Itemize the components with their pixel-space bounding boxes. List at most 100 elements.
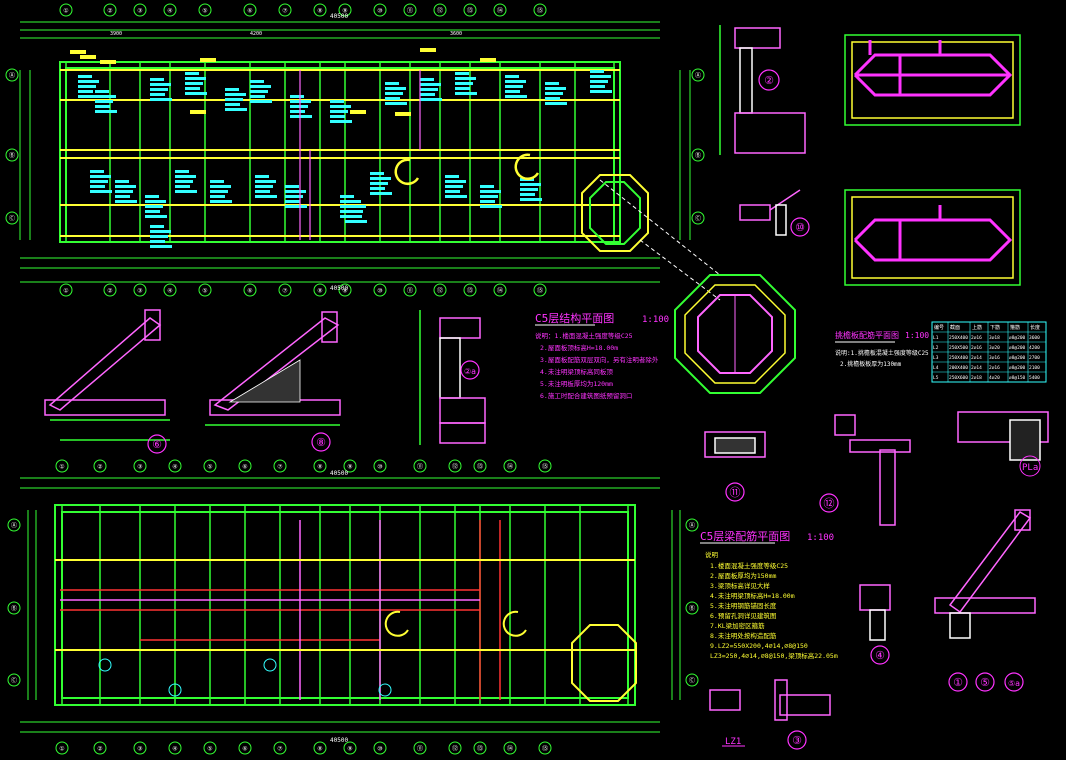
cyan-annotation [370,187,385,190]
yellow-annotation [480,58,496,62]
cyan-annotation [545,87,566,90]
cyan-annotation [545,92,563,95]
axis-bubble [691,211,705,225]
axis-bubble-label: ① [59,746,64,753]
cyan-annotation [385,97,400,100]
axis-bubble [313,459,327,473]
cyan-annotation [185,77,206,80]
axis-bubble-label: ⑤ [202,288,207,295]
lower-notes-scale: 1:100 [807,533,834,543]
cyan-annotation [95,90,109,93]
cyan-annotation [385,102,407,105]
cyan-annotation [445,175,459,178]
cyan-annotation [145,215,167,218]
axis-bubble [413,741,427,755]
cyan-annotation [185,87,200,90]
cyan-annotation [285,185,299,188]
cyan-annotation [255,180,276,183]
axis-bubble-label: ⑥ [242,746,247,753]
yellow-annotation [190,110,206,114]
axis-bubble [533,283,547,297]
axis-bubble-label: ⑪ [417,463,423,471]
axis-bubble [59,3,73,17]
cyan-annotation [225,88,239,91]
cyan-annotation [590,90,612,93]
lower-note-line: 3.梁顶标高详见大样 [710,581,770,590]
axis-bubble [198,283,212,297]
table-cell: 2100 [1029,365,1040,371]
cyan-annotation [255,190,270,193]
axis-bubble [473,459,487,473]
table-cell: 2∅18 [971,375,982,381]
cyan-annotation [290,115,312,118]
cyan-annotation [505,85,523,88]
cyan-annotation [255,195,277,198]
cyan-annotation [210,200,232,203]
section-detail-8 [205,311,341,426]
axis-bubble-label: Ⓑ [9,152,15,160]
dim-a: 3900 [110,31,122,37]
lower-note-line: 4.未注明梁顶标高H=18.00m [710,591,795,600]
table-header: 上筋 [972,324,982,331]
table-cell: 250X500 [949,345,968,351]
cyan-annotation [455,92,477,95]
axis-bubble [243,283,257,297]
axis-bubble-label: ⑦ [277,746,282,753]
axis-bubble [373,741,387,755]
axis-bubble [338,3,352,17]
axis-bubble [503,741,517,755]
detail-label: ③ [792,734,802,747]
right-note-line: 说明:1.挑檐板混凝土强度等级C25 [835,349,929,357]
axis-bubble-label: Ⓒ [11,677,17,685]
table-cell: ∅8@200 [1009,335,1026,341]
axis-bubble [5,68,19,82]
lower-note-line: 8.未注明处按构造配筋 [710,631,777,640]
axis-bubble-label: ⑧ [317,746,322,753]
lower-note-line: 7.KL梁加密区箍筋 [710,621,765,630]
lower-note-line: 2.屋面板厚均为150mm [710,571,776,580]
dim-total-top: 40500 [330,13,348,20]
axis-bubble-label: ⑦ [282,288,287,295]
axis-bubble-label: ⑫ [452,745,458,753]
axis-bubble [313,741,327,755]
table-header: 下筋 [990,324,1000,331]
upper-notes-title: C5层结构平面图 [535,311,614,325]
cyan-annotation [225,98,243,101]
axis-bubble [533,3,547,17]
cyan-annotation [185,92,207,95]
yellow-annotation [80,55,96,59]
axis-bubble-label: ① [63,288,68,295]
axis-bubble-label: ③ [137,464,142,471]
axis-bubble [503,459,517,473]
axis-bubble-label: ③ [137,288,142,295]
dim-b: 4200 [250,31,262,37]
table-cell: ∅8@200 [1009,355,1026,361]
cyan-annotation [420,78,434,81]
axis-bubble-label: Ⓒ [689,677,695,685]
axis-bubble [433,283,447,297]
cyan-annotation [90,180,108,183]
table-cell: L4 [933,365,939,371]
cyan-annotation [115,200,137,203]
cyan-annotation [505,90,520,93]
cyan-annotation [345,200,359,203]
section-detail-3 [774,679,831,721]
axis-bubble-label: ⑥ [247,8,252,15]
cyan-annotation [370,177,391,180]
roof-plan-lower [844,189,1021,286]
cyan-annotation [455,77,476,80]
upper-note-line: 6.施工时配合建筑图纸预留洞口 [540,391,632,400]
cyan-annotation [345,210,363,213]
axis-bubble [313,3,327,17]
lower-floor-plan [20,477,681,733]
axis-bubble-label: Ⓑ [689,605,695,613]
cyan-annotation [225,93,246,96]
cyan-annotation [330,115,345,118]
cyan-annotation [590,80,608,83]
cyan-annotation [250,85,271,88]
cyan-annotation [115,180,129,183]
table-cell: 3∅20 [989,345,1000,351]
axis-bubble-label: ⑮ [542,463,548,471]
cyan-annotation [330,105,351,108]
